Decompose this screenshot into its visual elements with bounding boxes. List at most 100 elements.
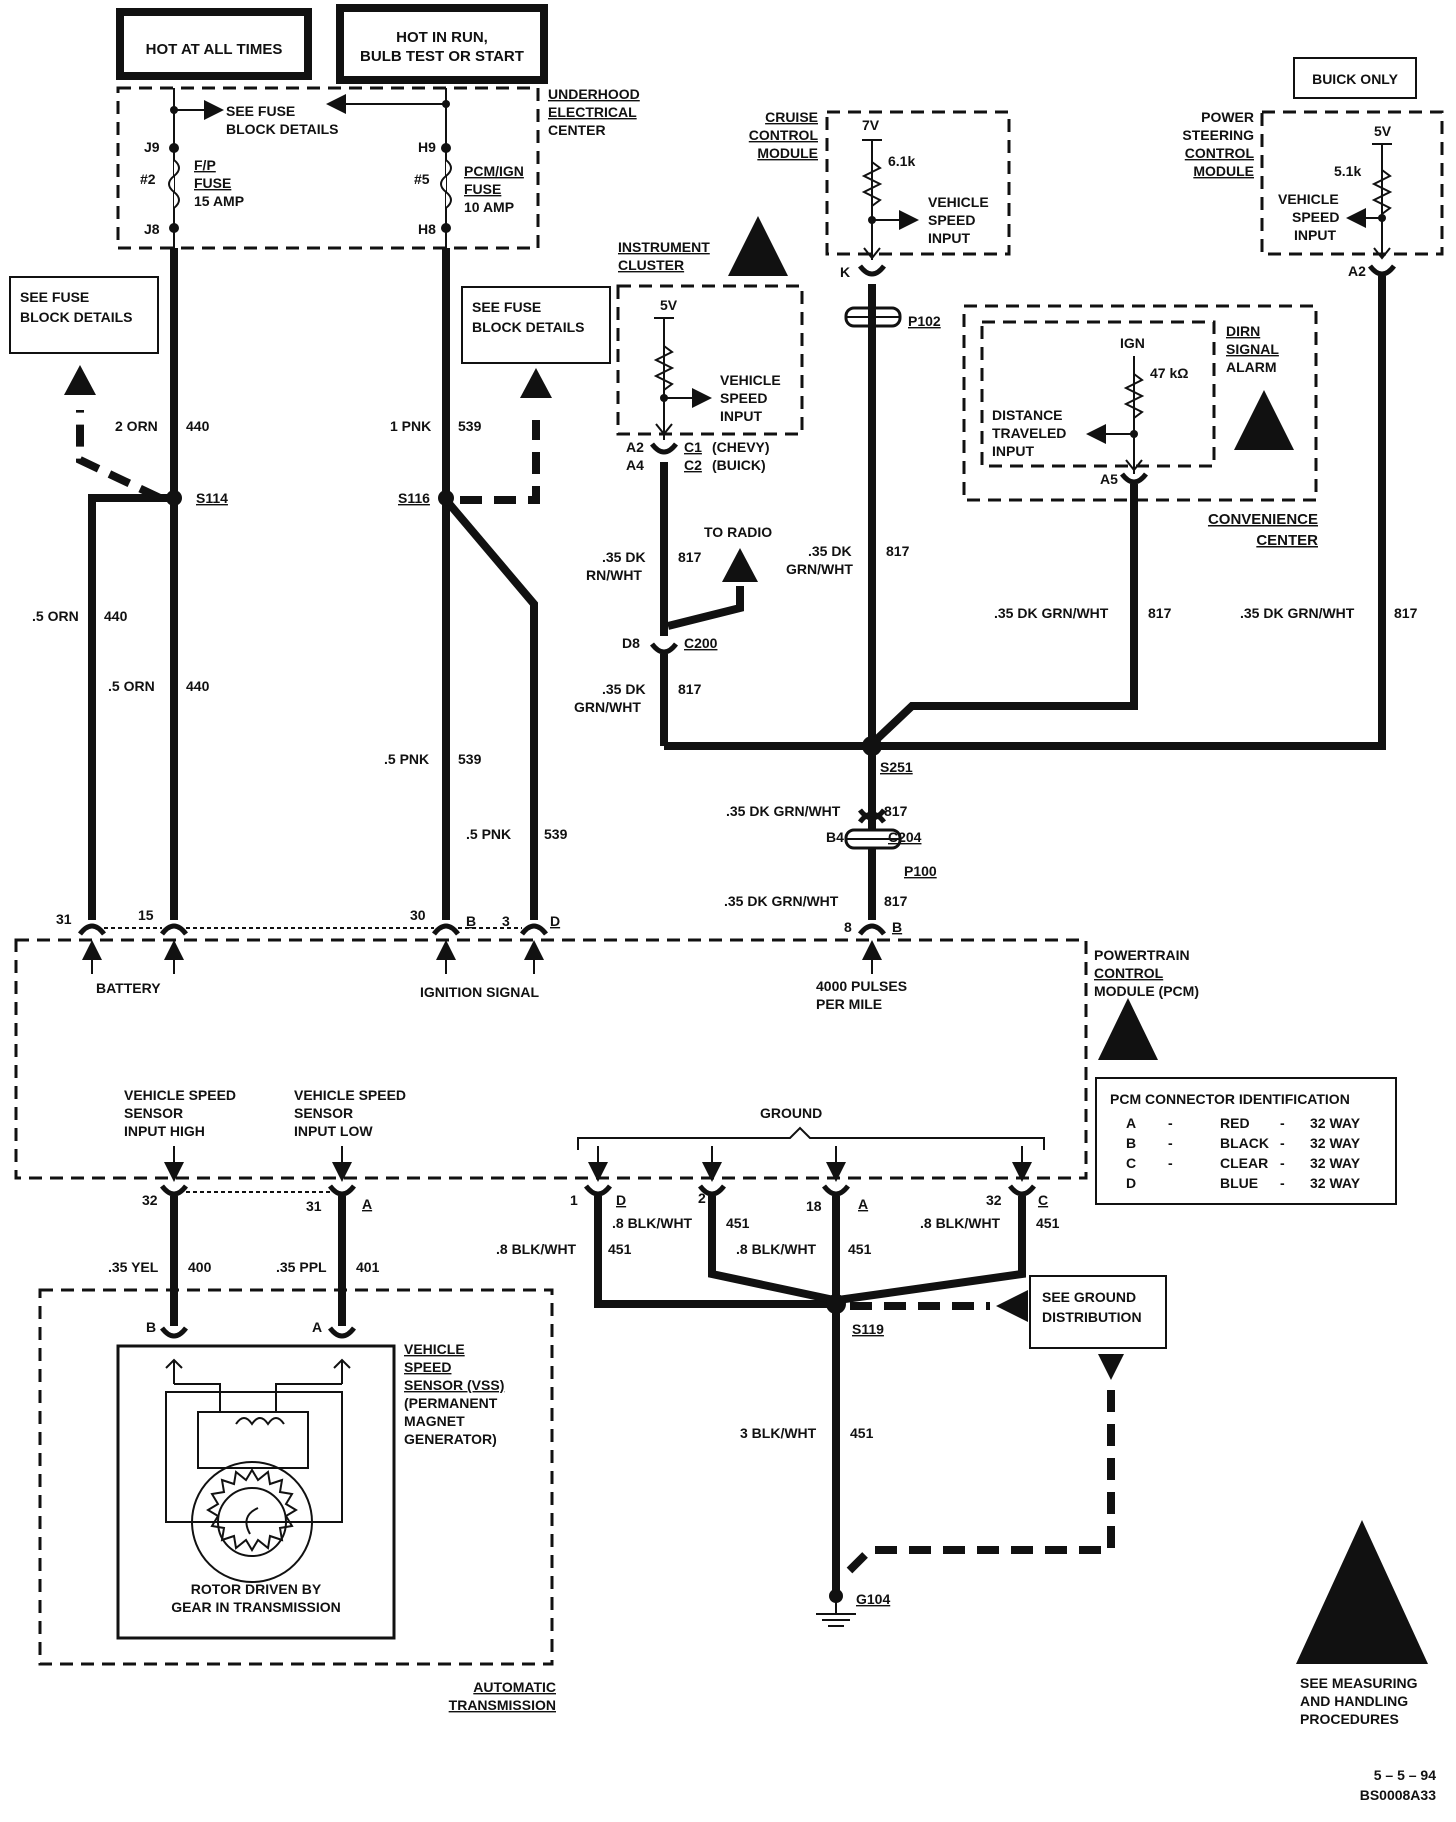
cluster-label-2: CLUSTER	[618, 257, 684, 273]
vss-pin-a: A	[312, 1319, 322, 1335]
wire-440-label-3: 440	[186, 678, 210, 694]
footer-code: BS0008A33	[1360, 1787, 1436, 1803]
wire-440-label: 440	[186, 418, 210, 434]
pcm-id-size: 32 WAY	[1310, 1175, 1361, 1191]
footer-date: 5 – 5 – 94	[1374, 1767, 1436, 1783]
conv-dist: DISTANCE	[992, 407, 1063, 423]
convenience-center: IGN 47 kΩ DISTANCE TRAVELED INPUT DIRN S…	[962, 304, 1318, 549]
cruise-label-2: CONTROL	[749, 127, 819, 143]
hot-at-all-times-box: HOT AT ALL TIMES	[116, 8, 312, 80]
fuse1-name-2: FUSE	[194, 175, 231, 191]
fuse2-name: PCM/IGN	[464, 163, 524, 179]
cruise-label-3: MODULE	[757, 145, 818, 161]
cruise-vsi-2: SPEED	[928, 212, 975, 228]
wire-5orn-label: .5 ORN	[32, 608, 79, 624]
cluster-c1: C1	[684, 439, 702, 455]
connector-p100: P100	[904, 863, 937, 879]
fuse-block-left-line1: SEE FUSE	[20, 289, 89, 305]
wire-35dkgrnwht-label-2: .35 DK GRN/WHT	[1240, 605, 1355, 621]
vss-label-3: SENSOR (VSS)	[404, 1377, 504, 1393]
splice-s119: S119	[852, 1321, 884, 1337]
cruise-control-module: CRUISE CONTROL MODULE 7V 6.1k VEHICLE SP…	[749, 109, 1011, 329]
fuse1-bottom-terminal: J8	[144, 221, 160, 237]
pcm-id-dash2: -	[1280, 1115, 1285, 1131]
ignition-circuit: S116 1 PNK 539 .5 PNK 539 .5 PNK 539	[384, 248, 568, 920]
pcm-id-size: 32 WAY	[1310, 1135, 1361, 1151]
conv-dist-3: INPUT	[992, 443, 1034, 459]
pcm-pin-30: 30	[410, 907, 426, 923]
wire-451-label: 451	[726, 1215, 750, 1231]
cruise-voltage: 7V	[862, 117, 880, 133]
pcm-vss-low-2: SENSOR	[294, 1105, 353, 1121]
wire-451-label-3: 451	[848, 1241, 872, 1257]
wire-35dkgrnwht-label-4: .35 DK GRN/WHT	[724, 893, 839, 909]
ps-label-3: CONTROL	[1185, 145, 1255, 161]
vss-signal-circuit: TO RADIO .35 DK RN/WHT 817 .35 DK GRN/WH…	[574, 276, 1418, 920]
wire-8blkwht-label-2: .8 BLK/WHT	[496, 1241, 577, 1257]
underhood-label-3: CENTER	[548, 122, 606, 138]
pcm-id-letter: D	[1126, 1175, 1136, 1191]
power-steering-module: POWER STEERING CONTROL MODULE 5V 5.1k VE…	[1182, 109, 1444, 279]
ps-label: POWER	[1201, 109, 1254, 125]
ps-vsi-2: SPEED	[1292, 209, 1339, 225]
pcm-pin-31-b: 31	[306, 1198, 322, 1214]
rotor-label: ROTOR DRIVEN BY	[191, 1581, 322, 1597]
pcm-vss-high-3: INPUT HIGH	[124, 1123, 205, 1139]
conv-alarm-3: ALARM	[1226, 359, 1277, 375]
pcm-vss-high-2: SENSOR	[124, 1105, 183, 1121]
fuse-block-right-line1: SEE FUSE	[472, 299, 541, 315]
pcm-id-letter: A	[1126, 1115, 1136, 1131]
pcm-pin-d-2: D	[616, 1192, 626, 1208]
hot-in-run-label: HOT IN RUN,	[396, 29, 488, 46]
cluster-label: INSTRUMENT	[618, 239, 710, 255]
cluster-vsi-2: SPEED	[720, 390, 767, 406]
wire-5orn-label-2: .5 ORN	[108, 678, 155, 694]
fuse1-number: #2	[140, 171, 156, 187]
ps-pin-a2: A2	[1348, 263, 1366, 279]
fuse1-top-terminal: J9	[144, 139, 160, 155]
see-fuse-label-2: BLOCK DETAILS	[226, 121, 339, 137]
esd-note-line3: PROCEDURES	[1300, 1711, 1399, 1727]
pcm-id-letter: B	[1126, 1135, 1136, 1151]
underhood-label-2: ELECTRICAL	[548, 104, 637, 120]
hot-at-all-times-label: HOT AT ALL TIMES	[146, 41, 283, 58]
pcm-pin-31: 31	[56, 911, 72, 927]
esd-note-line2: AND HANDLING	[1300, 1693, 1408, 1709]
trans-label: AUTOMATIC	[473, 1679, 556, 1695]
pcm-pin-18: 18	[806, 1198, 822, 1214]
cruise-vsi-3: INPUT	[928, 230, 970, 246]
wire-401-label: 401	[356, 1259, 380, 1275]
conv-resistor: 47 kΩ	[1150, 365, 1188, 381]
fuse-block-left-line2: BLOCK DETAILS	[20, 309, 133, 325]
connector-c204: C204	[888, 829, 922, 845]
cluster-vsi-3: INPUT	[720, 408, 762, 424]
pcm-id-color: BLUE	[1220, 1175, 1258, 1191]
pcm-pin-b-2: B	[892, 919, 902, 935]
conv-ign: IGN	[1120, 335, 1145, 351]
wire-451-label-4: 451	[1036, 1215, 1060, 1231]
ground-g104: G104	[856, 1591, 890, 1607]
fuse1-rating: 15 AMP	[194, 193, 244, 209]
wire-817-label-2: 817	[886, 543, 910, 559]
pcm-id-letter: C	[1126, 1155, 1136, 1171]
wire-817-label-3: 817	[1148, 605, 1172, 621]
pcm-pin-a-2: A	[858, 1196, 868, 1212]
ps-label-4: MODULE	[1193, 163, 1254, 179]
esd-warning-icon	[1098, 998, 1158, 1060]
conv-label-2: CENTER	[1256, 532, 1318, 549]
connector-c200: C200	[684, 635, 718, 651]
battery-circuit: S114 2 ORN 440 .5 ORN 440 .5 ORN 440	[32, 248, 228, 920]
wire-35dk-label-2: .35 DK	[808, 543, 852, 559]
rotor-label-2: GEAR IN TRANSMISSION	[171, 1599, 341, 1615]
esd-note: SEE MEASURING AND HANDLING PROCEDURES	[1296, 1520, 1428, 1727]
vss-label-6: GENERATOR)	[404, 1431, 497, 1447]
pcm-vss-high: VEHICLE SPEED	[124, 1087, 236, 1103]
pcm-id-color: RED	[1220, 1115, 1250, 1131]
powertrain-control-module: POWERTRAIN CONTROL MODULE (PCM) 31 15 30…	[14, 907, 1199, 1214]
see-ground-label-2: DISTRIBUTION	[1042, 1309, 1142, 1325]
pcm-id-color: BLACK	[1220, 1135, 1269, 1151]
pin-b4: B4	[826, 829, 844, 845]
underhood-electrical-center: UNDERHOOD ELECTRICAL CENTER SEE FUSE BLO…	[116, 86, 640, 250]
fuse2-name-2: FUSE	[464, 181, 501, 197]
